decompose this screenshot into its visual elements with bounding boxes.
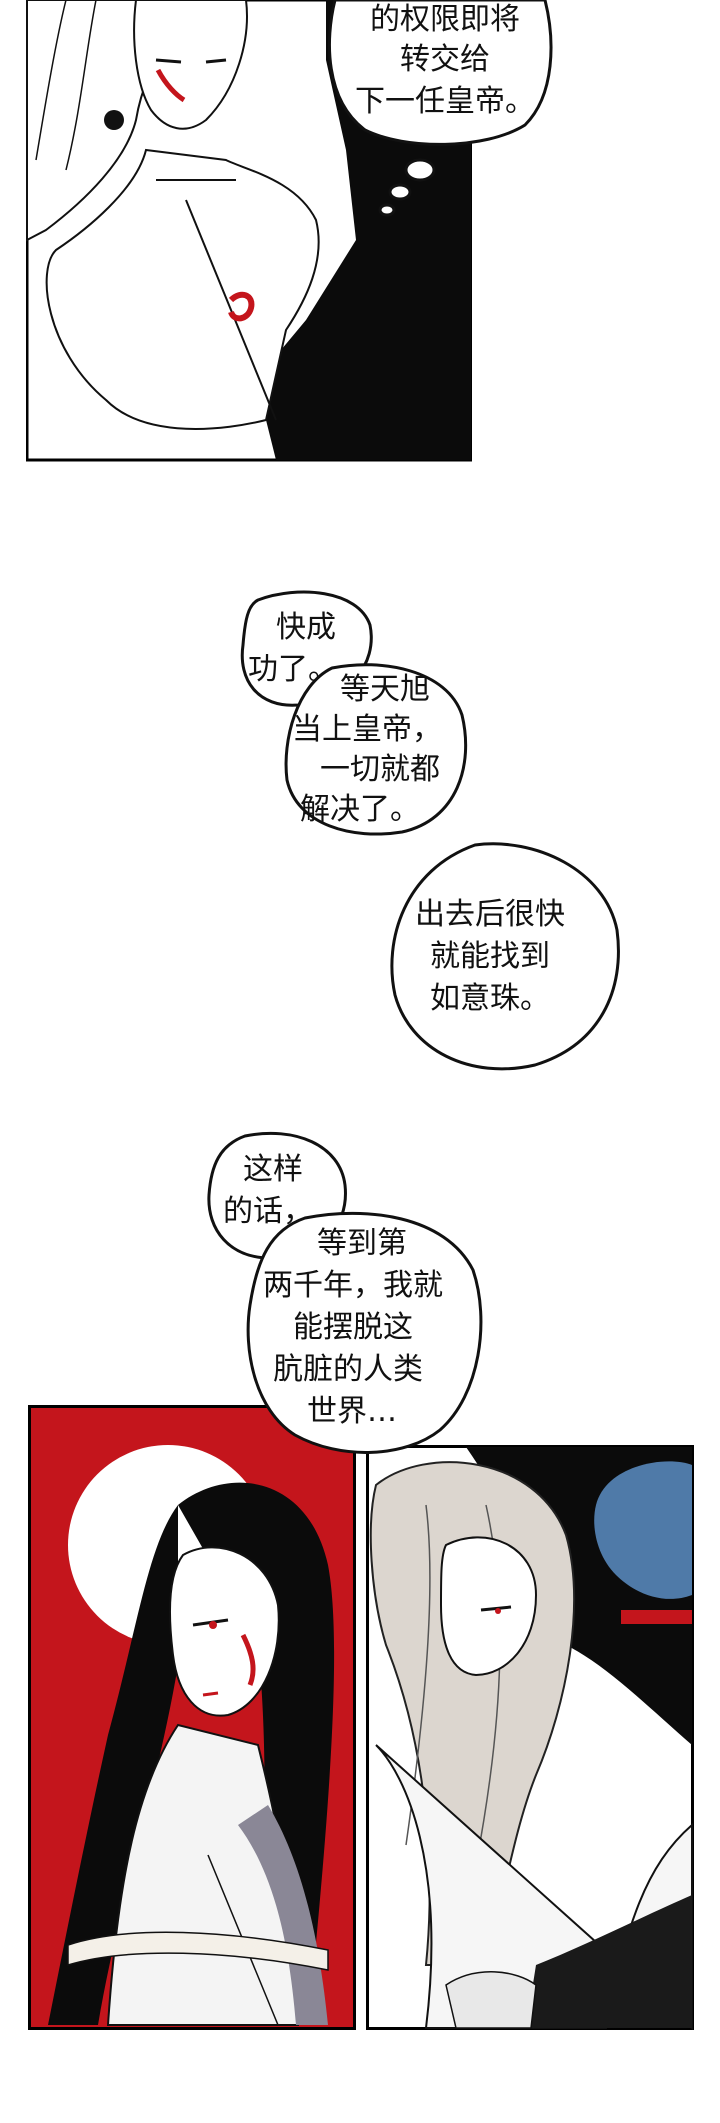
speech-bubble-mid-3-shape xyxy=(390,842,620,1071)
bubble-mid-1-line-1: 快成 xyxy=(276,610,336,645)
bubble-mid-3-line-1: 出去后很快 xyxy=(415,897,565,932)
speech-bubble-bottom-2: 等到第 两千年，我就 能摆脱这 肮脏的人类 世界… xyxy=(245,1210,485,1460)
speech-bubble-bottom-2-shape xyxy=(246,1211,483,1454)
bubble-mid-2-line-4: 解决了。 xyxy=(300,792,420,827)
bubble-mid-3-line-3: 如意珠。 xyxy=(430,981,550,1016)
bubble-top-line-2: 转交给 xyxy=(400,42,490,77)
speech-bubble-mid-2-shape xyxy=(284,663,468,836)
bubble-top-line-1: 的权限即将 xyxy=(370,2,520,37)
bubble-bottom-2-line-3: 能摆脱这 xyxy=(293,1310,413,1345)
panel-bottom-right-art xyxy=(366,1445,694,2030)
panel-bottom-left-art xyxy=(28,1405,356,2030)
bubble-bottom-2-line-1: 等到第 xyxy=(317,1226,407,1261)
bubble-bottom-2-line-4: 肮脏的人类 xyxy=(273,1352,423,1387)
thought-bubble-top: 的权限即将 转交给 下一任皇帝。 xyxy=(325,0,555,220)
bubble-bottom-2-line-5: 世界… xyxy=(307,1394,397,1429)
bubble-mid-2-line-2: 当上皇帝， xyxy=(292,712,442,747)
bubble-bottom-2-line-2: 两千年，我就 xyxy=(263,1268,443,1303)
speech-bubble-mid-3: 出去后很快 就能找到 如意珠。 xyxy=(385,840,625,1075)
panel-bottom-right xyxy=(366,1445,694,2030)
bubble-top-line-3: 下一任皇帝。 xyxy=(355,84,535,119)
thought-bubble-top-shape xyxy=(327,0,553,217)
speech-bubble-mid-2: 等天旭 当上皇帝， 一切就都 解决了。 xyxy=(282,660,472,840)
bubble-mid-2-line-3: 一切就都 xyxy=(320,752,440,787)
bubble-mid-2-line-1: 等天旭 xyxy=(340,672,430,707)
bubble-bottom-1-line-1: 这样 xyxy=(243,1152,303,1187)
panel-bottom-left xyxy=(28,1405,356,2030)
bubble-mid-3-line-2: 就能找到 xyxy=(430,939,550,974)
